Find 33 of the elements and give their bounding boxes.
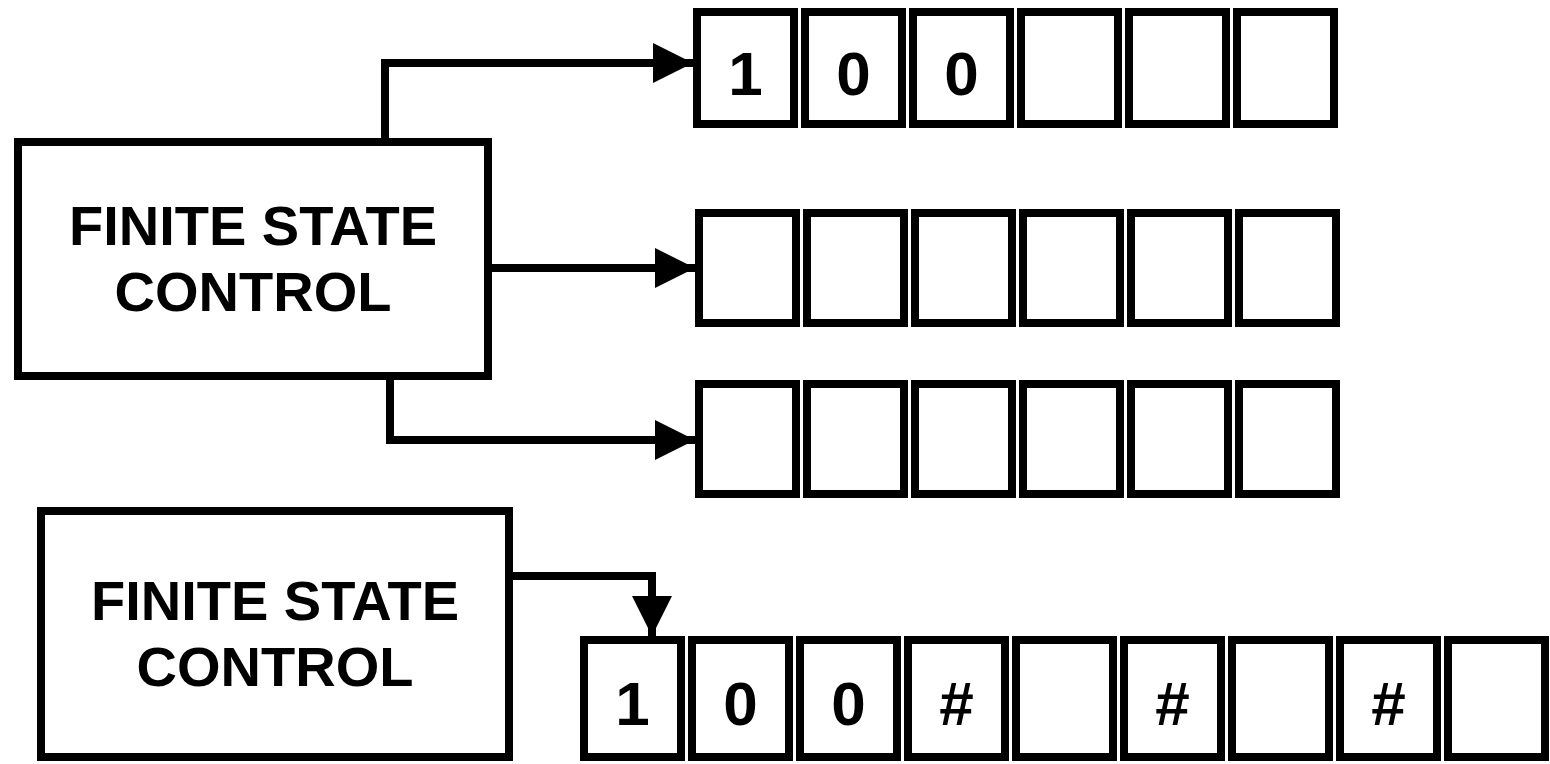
tape-cell — [1127, 380, 1232, 498]
tape-cell — [1019, 209, 1124, 327]
tape-cell — [1235, 380, 1340, 498]
tape-cell — [1235, 209, 1340, 327]
tape-cell: # — [904, 636, 1009, 761]
tape-cell: # — [1336, 636, 1441, 761]
tape-cell: # — [1120, 636, 1225, 761]
control-box: FINITE STATE CONTROL — [14, 138, 492, 380]
tape-cell — [1228, 636, 1333, 761]
tape-cell — [695, 380, 800, 498]
tape-cell: 0 — [796, 636, 901, 761]
arrow — [381, 43, 693, 138]
tape-cell: 1 — [693, 8, 798, 128]
tape-cell — [803, 380, 908, 498]
tape-cell — [1012, 636, 1117, 761]
tape-cell — [1127, 209, 1232, 327]
tape-cell: 0 — [909, 8, 1014, 128]
arrow — [513, 572, 672, 636]
arrow — [492, 248, 695, 288]
tape-cell — [1017, 8, 1122, 128]
tape-cell: 0 — [688, 636, 793, 761]
tape-cell — [1019, 380, 1124, 498]
tape-cell: 0 — [801, 8, 906, 128]
tape-cell — [1444, 636, 1549, 761]
tape-cell — [803, 209, 908, 327]
tape-cell — [911, 209, 1016, 327]
tape-cell — [911, 380, 1016, 498]
arrow — [386, 380, 695, 460]
tape-cell: 1 — [580, 636, 685, 761]
tape-cell — [1233, 8, 1338, 128]
tape-cell — [695, 209, 800, 327]
tape-cell — [1125, 8, 1230, 128]
control-box: FINITE STATE CONTROL — [37, 507, 513, 761]
